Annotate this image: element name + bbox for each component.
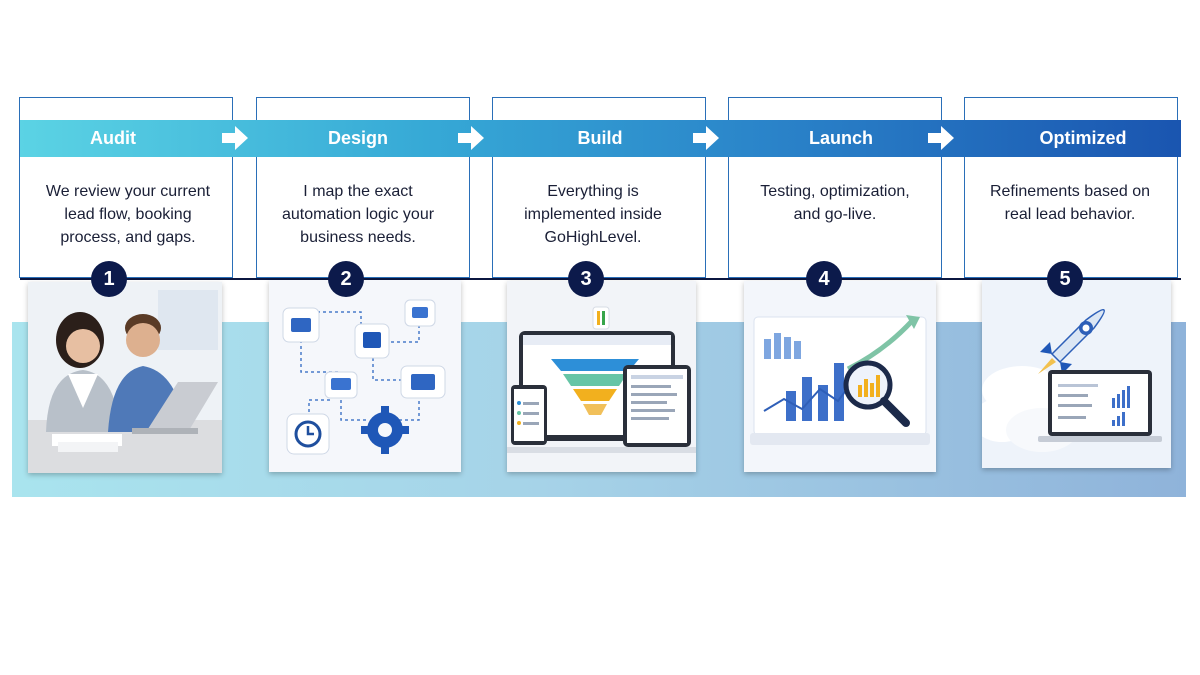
stage-description-build: Everything is implemented inside GoHighL… [493, 180, 693, 249]
description-line: implemented inside [493, 203, 693, 226]
stage-description-optimized: Refinements based on real lead behavior. [970, 180, 1170, 226]
step-number-badge-3: 3 [568, 261, 604, 297]
arrow-right-icon [928, 126, 954, 150]
description-line: Everything is [493, 180, 693, 203]
automation-flow-diagram-illustration [269, 280, 461, 472]
stage-label-audit: Audit [6, 120, 220, 157]
step-number-badge-2: 2 [328, 261, 364, 297]
description-line: lead flow, booking [28, 203, 228, 226]
description-line: We review your current [28, 180, 228, 203]
team-at-laptop-illustration [28, 282, 222, 473]
stage-label-launch: Launch [734, 120, 948, 157]
description-line: I map the exact [258, 180, 458, 203]
stage-label-optimized: Optimized [976, 120, 1190, 157]
arrow-right-icon [693, 126, 719, 150]
description-line: real lead behavior. [970, 203, 1170, 226]
arrow-right-icon [458, 126, 484, 150]
stage-description-audit: We review your current lead flow, bookin… [28, 180, 228, 249]
rocket-laptop-illustration [982, 280, 1171, 468]
description-line: automation logic your [258, 203, 458, 226]
step-number-badge-4: 4 [806, 261, 842, 297]
step-number-badge-1: 1 [91, 261, 127, 297]
description-line: business needs. [258, 226, 458, 249]
description-line: process, and gaps. [28, 226, 228, 249]
description-line: and go-live. [735, 203, 935, 226]
stage-label-build: Build [493, 120, 707, 157]
description-line: Testing, optimization, [735, 180, 935, 203]
stage-description-design: I map the exact automation logic your bu… [258, 180, 458, 249]
description-line: GoHighLevel. [493, 226, 693, 249]
stage-description-launch: Testing, optimization, and go-live. [735, 180, 935, 226]
description-line: Refinements based on [970, 180, 1170, 203]
funnel-dashboard-devices-illustration [507, 281, 696, 472]
step-number-badge-5: 5 [1047, 261, 1083, 297]
arrow-right-icon [222, 126, 248, 150]
stage-label-design: Design [251, 120, 465, 157]
growth-chart-magnifier-illustration [744, 281, 936, 472]
